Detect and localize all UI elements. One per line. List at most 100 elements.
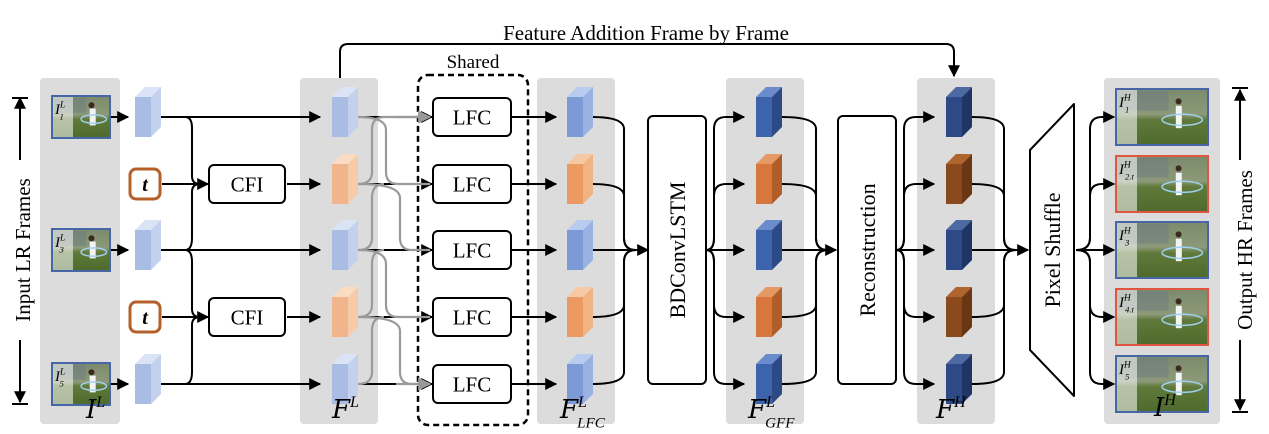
hr-feature-block-1 — [946, 154, 972, 204]
gff-feature-block-0-front — [756, 97, 772, 137]
output-frame-5-hoop — [1161, 380, 1204, 394]
feature-block-1 — [332, 154, 358, 204]
output-frame-3-head — [1175, 231, 1182, 238]
wire-split3-4 — [1075, 249, 1116, 390]
lfc-feature-block-4-front — [567, 364, 583, 404]
output-frame-3-label-bg — [1117, 223, 1137, 277]
lfc-module-2-label: LFC — [453, 238, 492, 262]
lfc-feature-block-3-side — [583, 287, 593, 337]
lfc-feature-block-0-top — [567, 87, 593, 97]
gff-feature-block-1-top — [756, 154, 782, 164]
group-label-hr-feature: FH — [935, 394, 967, 425]
input-frame-3-body — [89, 375, 96, 393]
output-frame-5-head — [1175, 365, 1182, 372]
lfc-module-0-label: LFC — [453, 105, 492, 129]
gff-feature-block-0 — [756, 87, 782, 137]
output-frame-4-hoop — [1161, 313, 1204, 327]
output-frame-2-head — [1175, 165, 1182, 172]
output-hr-frames-label: Output HR Frames — [1233, 170, 1257, 330]
lfc-feature-block-2 — [567, 220, 593, 270]
hr-feature-block-3-top — [946, 287, 972, 297]
lfc-module-4 — [432, 364, 512, 404]
feature-block-4-side — [348, 354, 358, 404]
time-token-0 — [128, 167, 162, 201]
lfc-feature-block-1-top — [567, 154, 593, 164]
output-frame-5-label-bg — [1117, 357, 1137, 411]
hr-feature-block-0-front — [946, 97, 962, 137]
hr-feature-block-3 — [946, 287, 972, 337]
input-feature-2 — [135, 354, 161, 404]
lfc-module-2 — [432, 230, 512, 270]
input-frame-3-label-bg — [53, 364, 73, 404]
hr-feature-block-2 — [946, 220, 972, 270]
wire-merge2-1 — [781, 183, 829, 251]
cfi-module-1 — [208, 297, 286, 337]
feature-block-4-top — [332, 354, 358, 364]
input-frame-1-head — [88, 102, 95, 109]
feature-addition-title: Feature Addition Frame by Frame — [503, 21, 789, 45]
input-frame-1-body — [89, 108, 96, 126]
wire-gray-6 — [357, 248, 430, 319]
gff-feature-block-1-side — [772, 154, 782, 204]
output-frame-5-body — [1175, 372, 1182, 396]
hr-feature-block-1-front — [946, 164, 962, 204]
group-label-input: IL — [85, 394, 105, 425]
shared-label: Shared — [447, 52, 500, 73]
input-feature-0-top — [135, 87, 161, 97]
hr-feature-block-3-front — [946, 297, 962, 337]
feature-block-2-side — [348, 220, 358, 270]
output-frame-1-label-bg — [1117, 90, 1137, 144]
hr-feature-block-4-front — [946, 364, 962, 404]
group-label-output: IH — [1153, 392, 1177, 423]
wire-merge3-4 — [971, 249, 1017, 385]
time-token-label-0: t — [142, 174, 149, 196]
input-frame-2-hoop — [80, 247, 108, 258]
gff-feature-block-2-side — [772, 220, 782, 270]
input-feature-1 — [135, 220, 161, 270]
gff-feature-block-1 — [756, 154, 782, 204]
input-feature-1-side — [151, 220, 161, 270]
gff-feature-block-4-top — [756, 354, 782, 364]
bdconvlstm-module-label: BDConvLSTM — [665, 182, 690, 319]
feature-block-1-front — [332, 164, 348, 204]
wire-gray-4 — [357, 182, 430, 252]
input-lr-frames-label: Input LR Frames — [11, 178, 35, 321]
input-frame-1 — [51, 95, 111, 139]
lfc-feature-block-1-front — [567, 164, 583, 204]
wire-cfi-b-bot — [184, 316, 201, 385]
hr-feature-block-1-side — [962, 154, 972, 204]
wire-split2-4 — [895, 249, 936, 390]
input-feature-2-front — [135, 364, 151, 404]
feature-block-1-top — [332, 154, 358, 164]
lfc-feature-block-2-side — [583, 220, 593, 270]
hr-feature-block-2-top — [946, 220, 972, 230]
output-frame-2-body — [1175, 172, 1182, 196]
output-frame-4-label-bg — [1117, 290, 1137, 344]
gff-feature-block-3-front — [756, 297, 772, 337]
feature-block-0-top — [332, 87, 358, 97]
wire-split2-1 — [895, 178, 936, 251]
input-frame-2 — [51, 228, 111, 272]
feature-block-3-front — [332, 297, 348, 337]
output-frame-4-body — [1175, 305, 1182, 329]
group-label-feature: FL — [331, 394, 359, 425]
input-frame-3-head — [88, 369, 95, 376]
lfc-feature-block-2-front — [567, 230, 583, 270]
hr-feature-block-4-side — [962, 354, 972, 404]
feature-block-3 — [332, 287, 358, 337]
input-feature-1-front — [135, 230, 151, 270]
gff-feature-block-3 — [756, 287, 782, 337]
lfc-module-4-label: LFC — [453, 372, 492, 396]
hr-feature-block-0-side — [962, 87, 972, 137]
feature-block-4 — [332, 354, 358, 404]
input-frame-3-hoop — [80, 381, 108, 392]
input-feature-0-front — [135, 97, 151, 137]
lfc-feature-block-0-front — [567, 97, 583, 137]
reconstruction-module-label: Reconstruction — [855, 183, 880, 316]
